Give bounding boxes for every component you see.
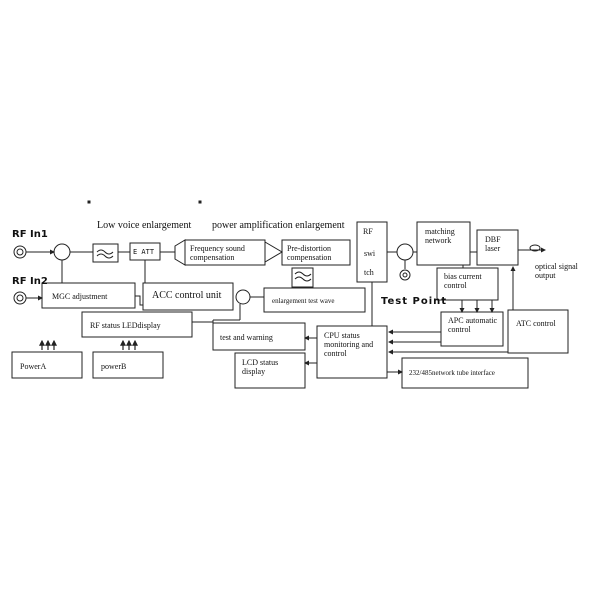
rf-in2-label: RF In2 [12,276,48,287]
apc-box [440,311,504,347]
rf-switch-label-2: swi [364,249,376,258]
bias-current-box [436,267,499,301]
amplifier-icon [174,239,186,266]
atc-label: ATC control [516,319,556,328]
filter-icon [291,267,314,288]
fiber-icon [529,244,541,252]
pre-distortion-box [281,239,351,266]
amplifier-icon [264,241,283,263]
detector-icon [235,289,251,305]
mgc-label: MGC adjustment [52,292,108,301]
interface-label: 232/485network tube interface [409,369,495,377]
coupler-icon [396,243,414,261]
bias-current-label: bias current control [444,272,482,290]
acc-box [142,282,234,311]
acc-label: ACC control unit [152,290,222,301]
rf-in2-connector-icon [13,291,27,305]
power-b-label: powerB [101,362,127,371]
rf-switch-label-1: RF [363,227,373,236]
freq-comp-label: Frequency sound compensation [190,244,245,262]
rf-status-led-label: RF status LEDdisplay [90,321,161,330]
low-voice-label: Low voice enlargement [97,220,192,231]
dbf-laser-label: DBF laser [485,235,501,253]
interface-box [401,357,529,389]
optical-output-label: optical signal output [535,262,578,280]
power-b-box [92,351,164,379]
pre-distortion-label: Pre-distortion compensation [287,244,332,262]
dot [87,200,91,204]
apc-label: APC automatic control [448,316,498,334]
splitter-icon [53,243,71,261]
rf-in1-connector-icon [13,245,27,259]
filter-icon [92,243,119,263]
test-point-label: Test Point [381,296,448,307]
rf-status-led-box [81,311,193,338]
cpu-label: CPU status monitoring and control [324,331,374,358]
atc-box [507,309,569,354]
enlargement-test-box [263,287,366,313]
lcd-box [234,352,306,389]
rf-switch-label-3: tch [364,268,374,277]
dbf-laser-box [476,229,519,266]
lcd-label: LCD status display [242,358,279,376]
power-a-label: PowerA [20,362,47,371]
rf-in1-label: RF In1 [12,229,48,240]
power-amp-label: power amplification enlargement [212,220,345,231]
matching-network-label: matching network [425,227,455,245]
test-warning-label: test and warning [220,333,273,342]
dot [198,200,202,204]
enlargement-test-label: enlargement test wave [272,297,335,305]
matching-network-box [416,221,471,266]
power-a-box [11,351,83,379]
cpu-box [316,325,388,379]
e-att-label: E ATT [133,248,155,256]
test-point-connector-icon [399,269,411,281]
